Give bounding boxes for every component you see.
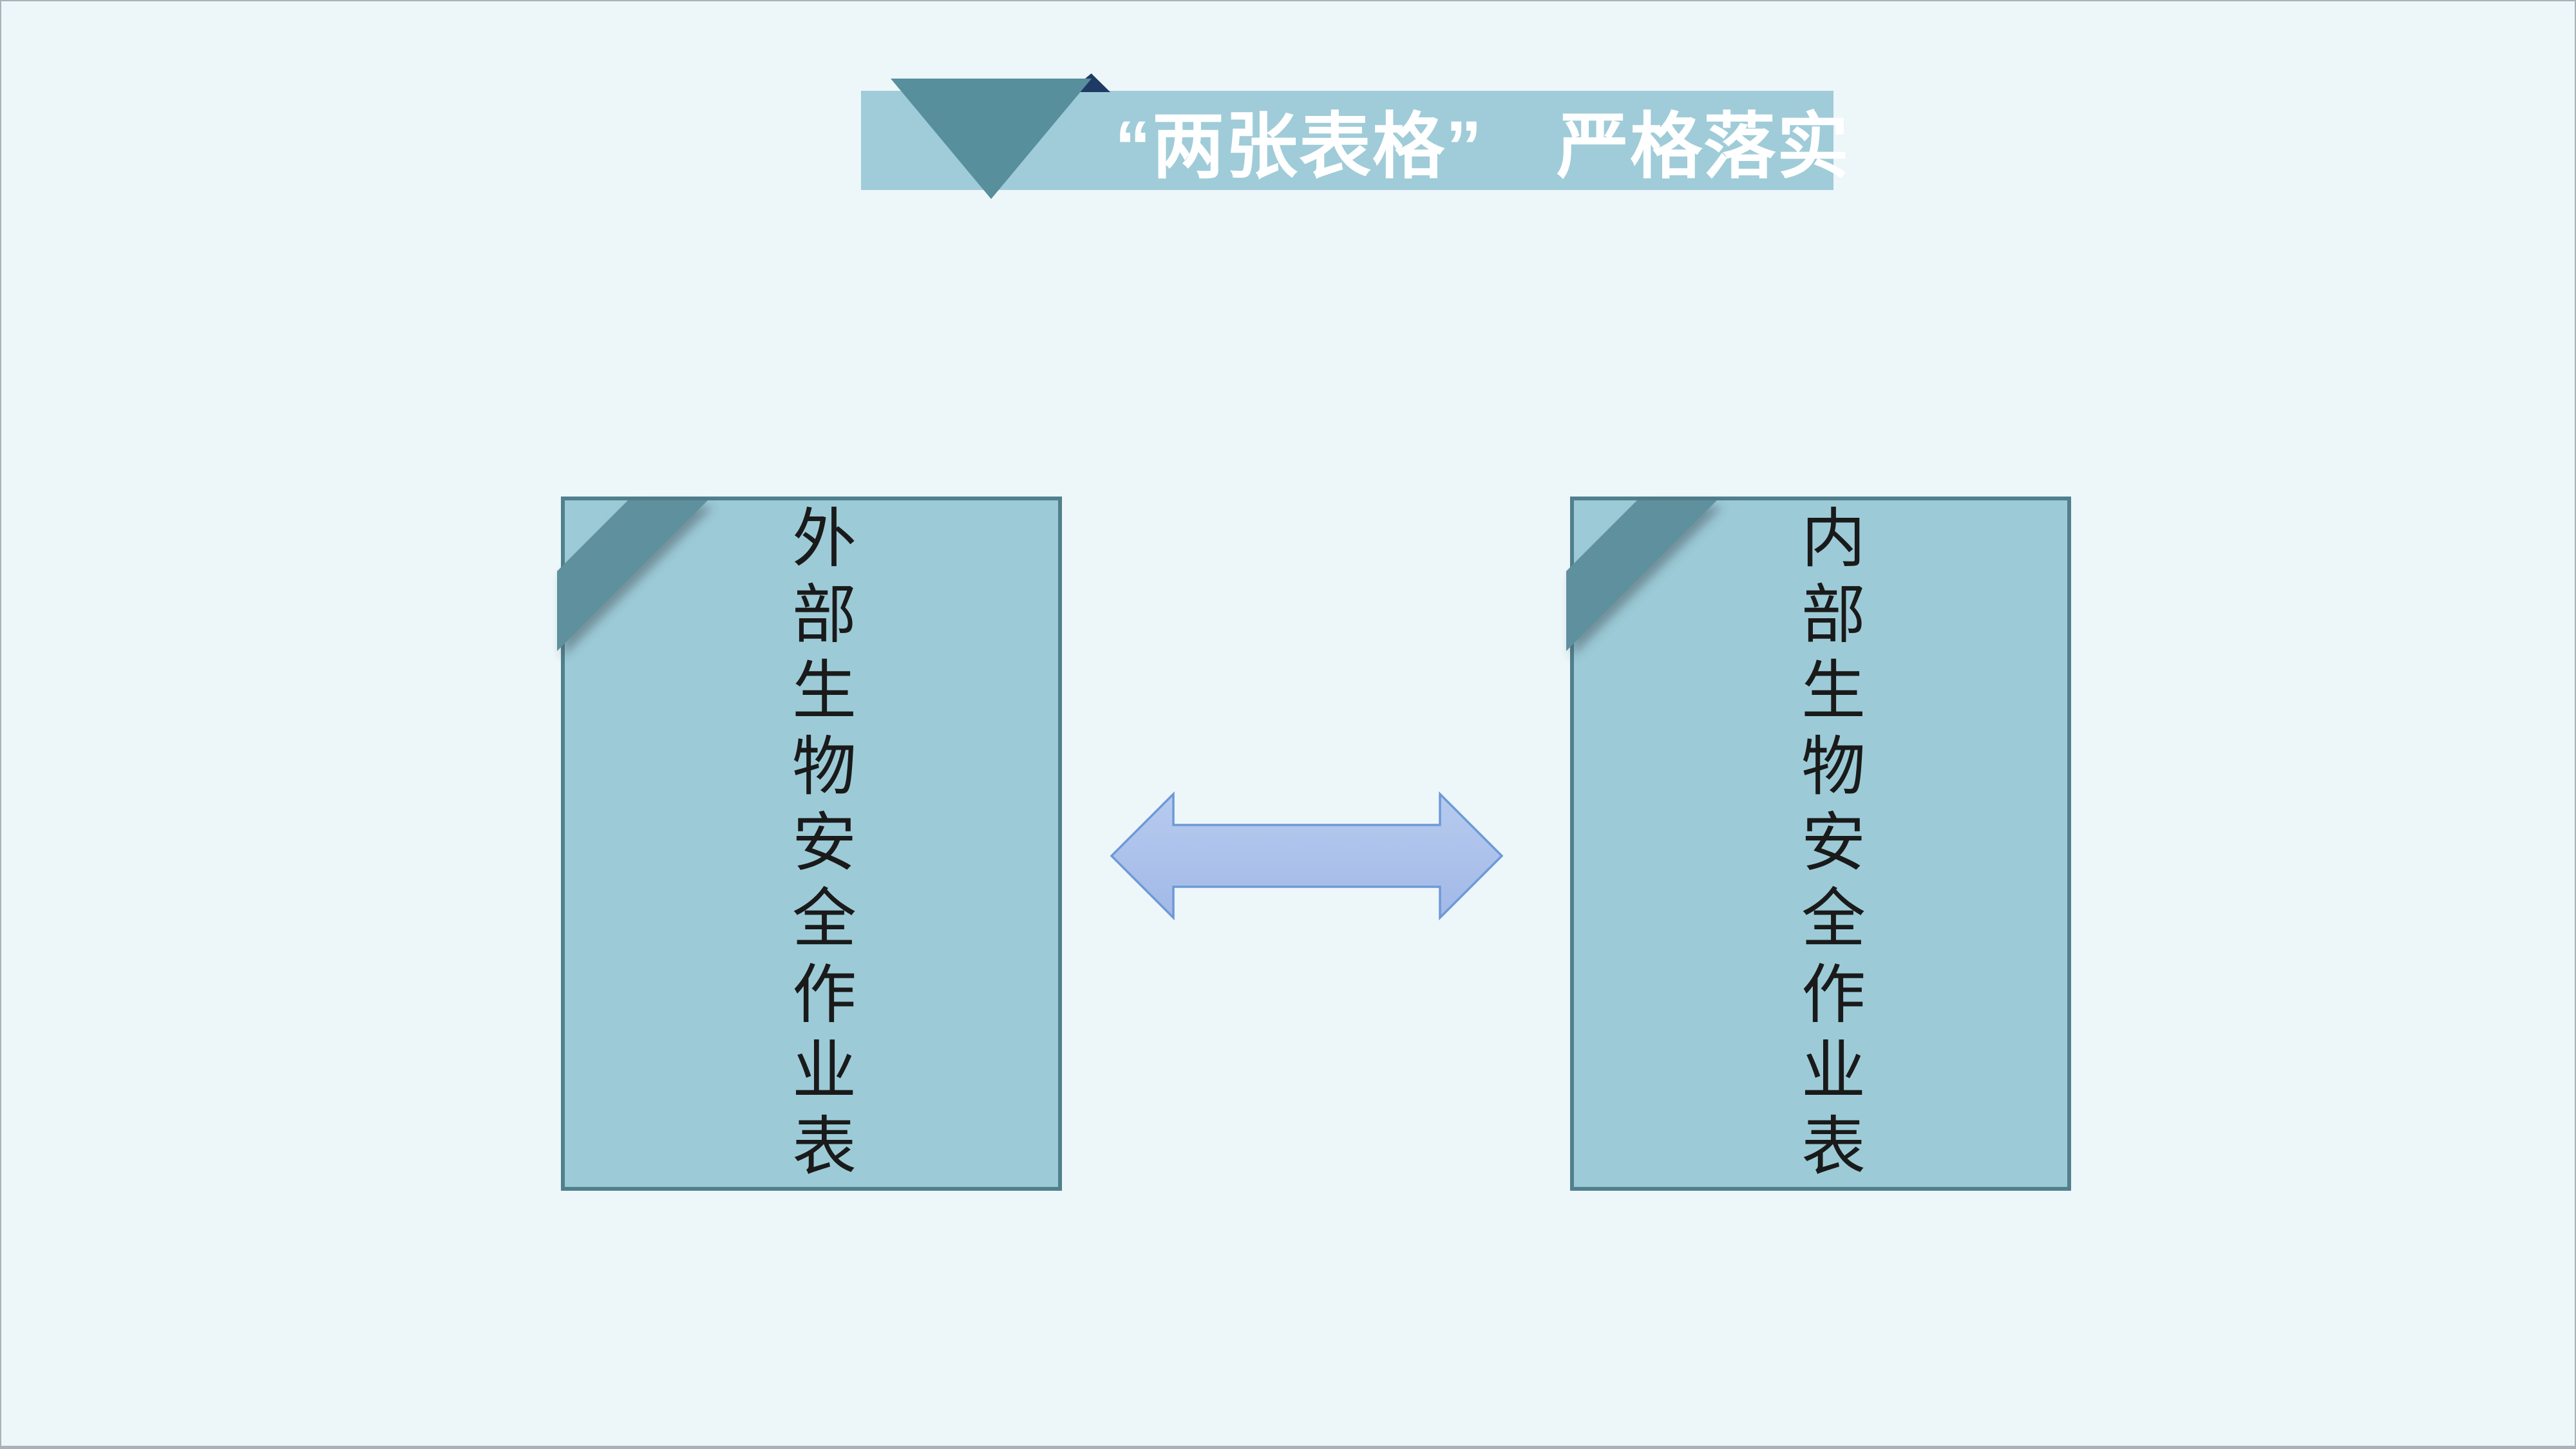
- vertical-char: 内: [1801, 504, 1866, 575]
- vertical-char: 作: [1801, 960, 1866, 1031]
- vertical-char: 表: [1801, 1112, 1866, 1183]
- vertical-char: 作: [792, 960, 857, 1031]
- vertical-char: 业: [1801, 1036, 1866, 1107]
- box-vertical-text: 内部生物安全作业表: [1587, 500, 2080, 1187]
- vertical-char: 部: [792, 580, 857, 651]
- title-banner: “两张表格” 严格落实: [861, 91, 1850, 190]
- vertical-char: 安: [1801, 808, 1866, 879]
- double-arrow: [1110, 791, 1504, 920]
- double-arrow-shape: [1110, 791, 1504, 920]
- vertical-char: 物: [792, 732, 857, 803]
- slide-title: “两张表格” 严格落实: [1115, 106, 1850, 187]
- ribbon-band: [557, 500, 708, 651]
- corner-ribbon: [557, 500, 708, 651]
- ribbon-band: [1566, 500, 1717, 651]
- box-internal-worksheet: 内部生物安全作业表: [1566, 497, 2071, 1191]
- vertical-char: 表: [792, 1112, 857, 1183]
- vertical-char: 全: [1801, 884, 1866, 955]
- box-external-worksheet: 外部生物安全作业表: [557, 497, 1062, 1191]
- vertical-char: 物: [1801, 732, 1866, 803]
- vertical-char: 外: [792, 504, 857, 575]
- vertical-char: 生: [1801, 656, 1866, 727]
- vertical-char: 部: [1801, 580, 1866, 651]
- corner-ribbon: [1566, 500, 1717, 651]
- vertical-char: 业: [792, 1036, 857, 1107]
- vertical-char: 生: [792, 656, 857, 727]
- box-vertical-text: 外部生物安全作业表: [578, 500, 1071, 1187]
- vertical-char: 全: [792, 884, 857, 955]
- vertical-char: 安: [792, 808, 857, 879]
